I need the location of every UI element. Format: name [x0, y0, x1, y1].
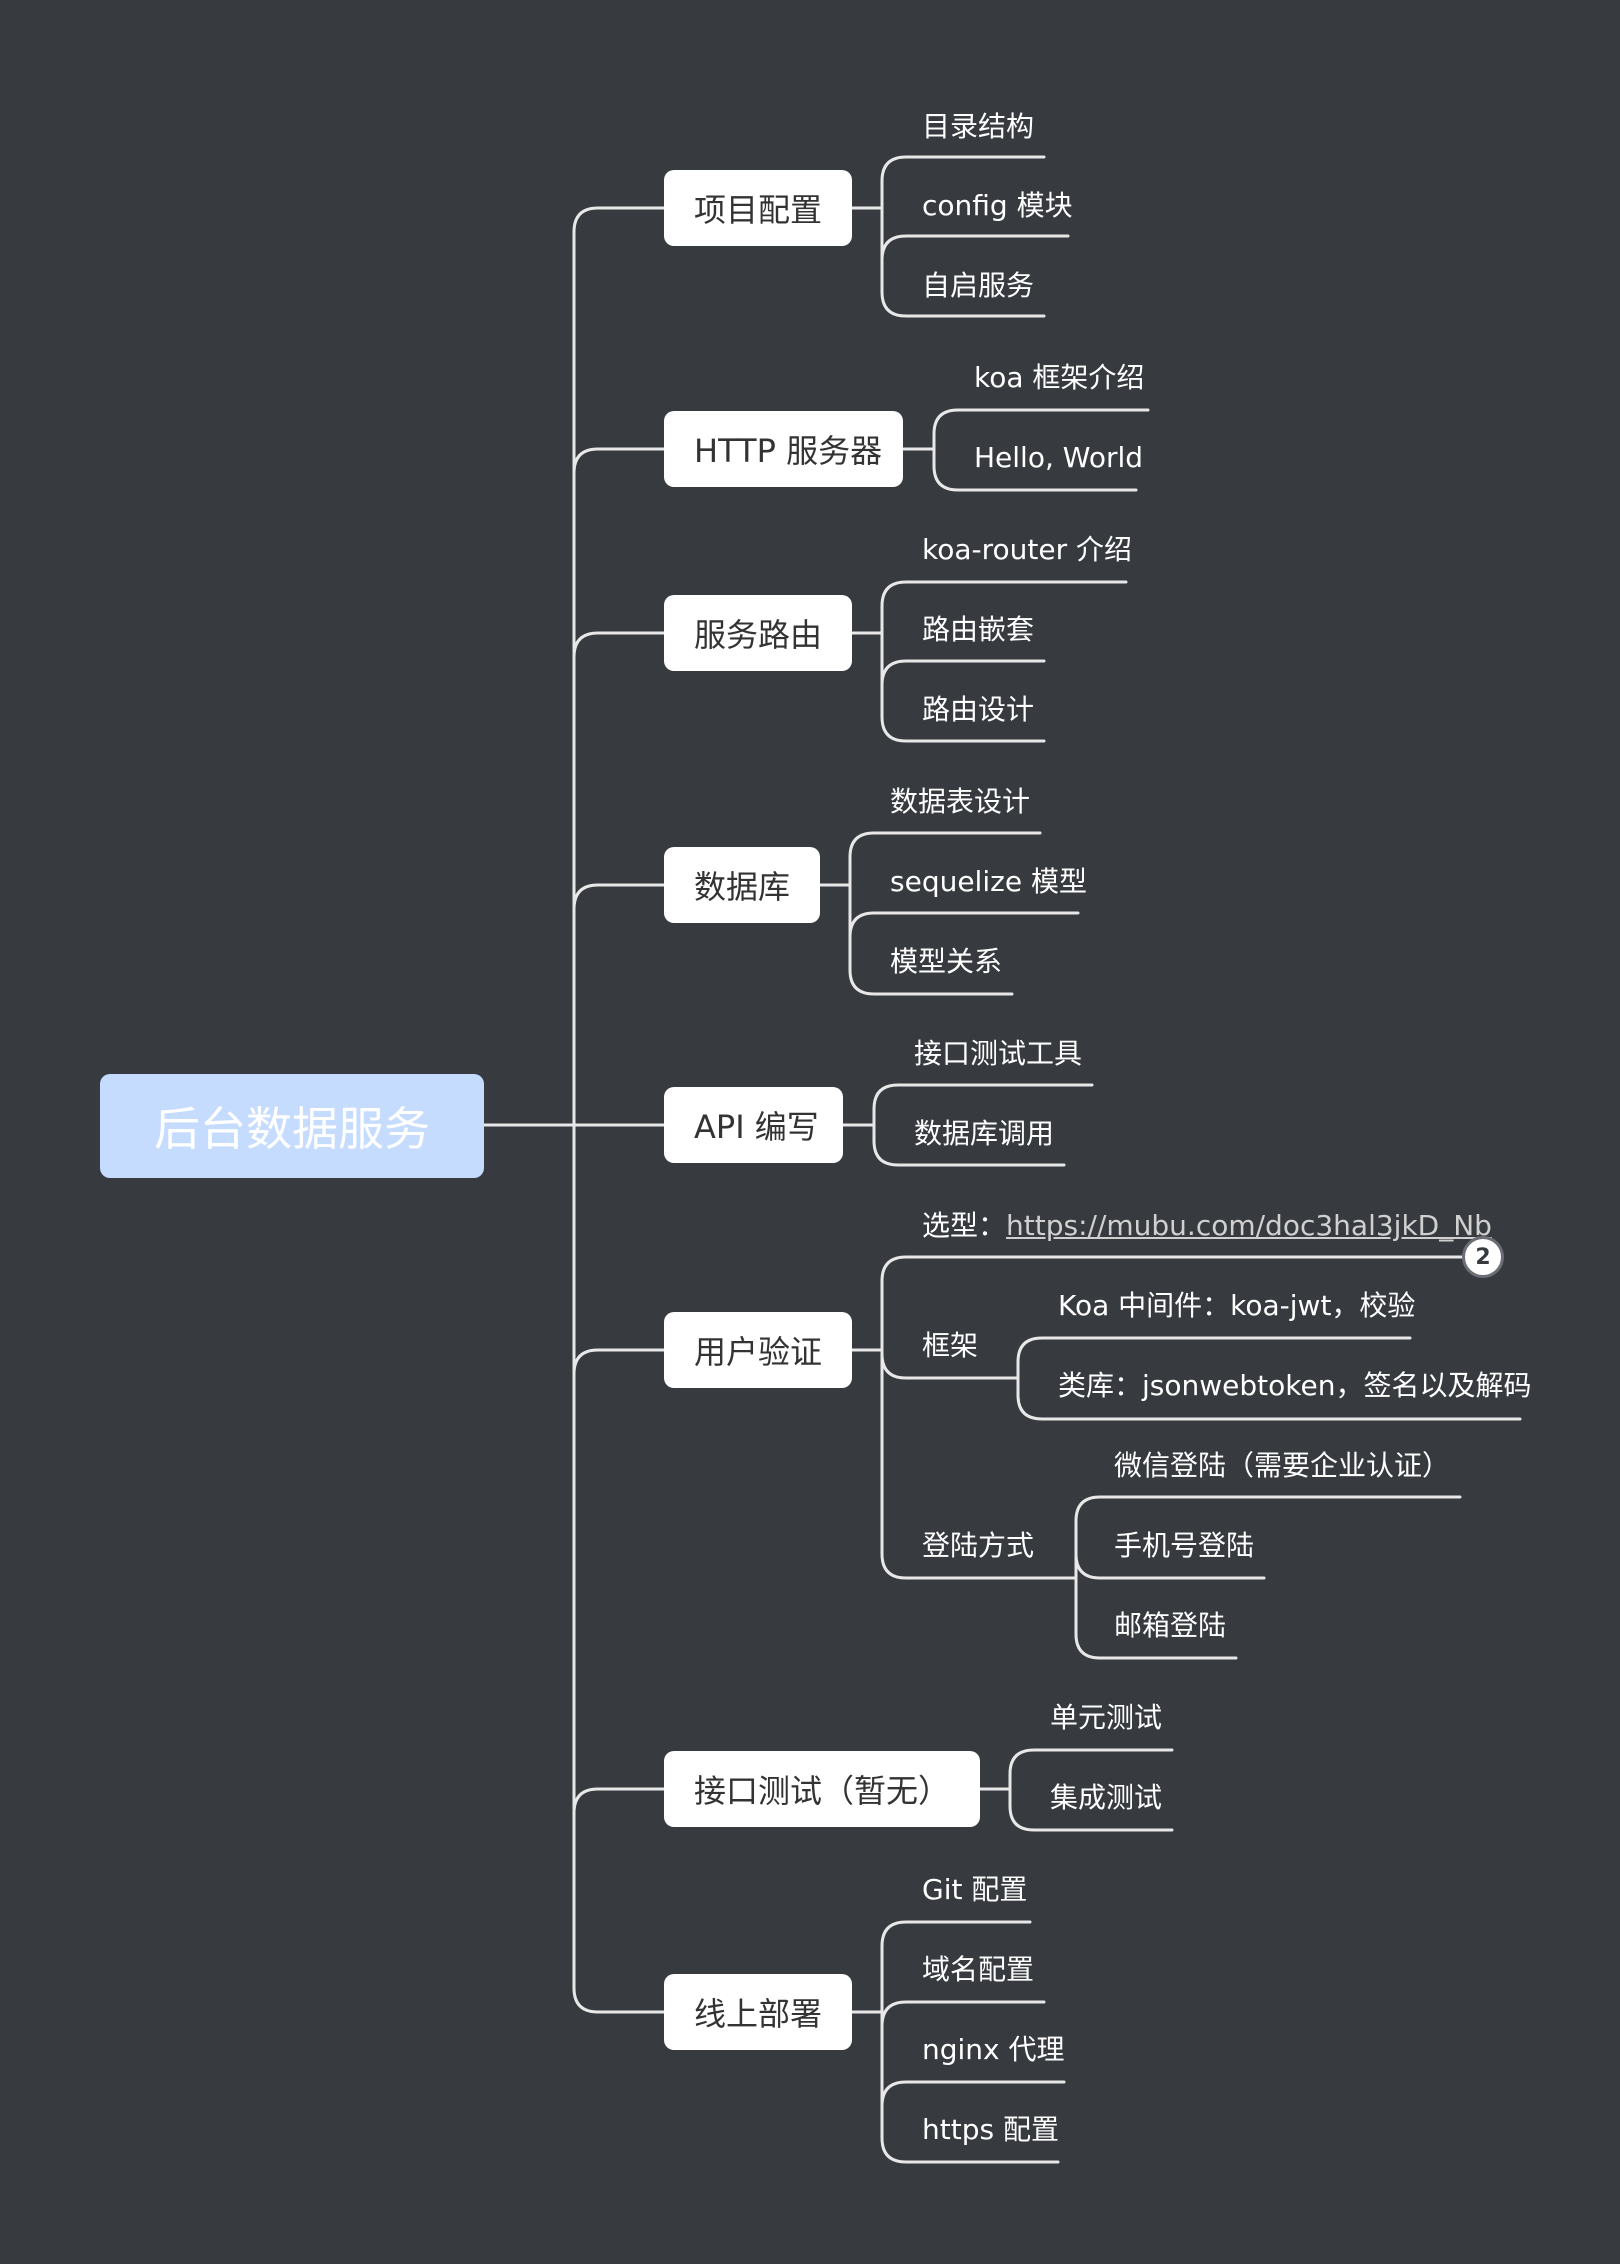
- leaf-koa-router-intro[interactable]: koa-router 介绍: [922, 533, 1133, 566]
- leaf-config-module[interactable]: config 模块: [922, 189, 1073, 222]
- leaf-route-nesting[interactable]: 路由嵌套: [922, 613, 1035, 646]
- leaf-api-test-tool[interactable]: 接口测试工具: [914, 1037, 1083, 1070]
- selection-label: 选型：: [922, 1209, 1007, 1242]
- leaf-git-config[interactable]: Git 配置: [922, 1873, 1028, 1906]
- leaf-phone-login[interactable]: 手机号登陆: [1114, 1529, 1255, 1562]
- leaf-integration-test[interactable]: 集成测试: [1050, 1781, 1163, 1814]
- leaf-koa-jwt[interactable]: Koa 中间件：koa-jwt，校验: [1058, 1289, 1416, 1322]
- branch-user-auth[interactable]: 用户验证: [664, 1312, 852, 1388]
- branch-http-server[interactable]: HTTP 服务器: [664, 411, 903, 487]
- leaf-model-relations[interactable]: 模型关系: [890, 945, 1003, 978]
- root-node[interactable]: 后台数据服务: [100, 1074, 484, 1178]
- child-count-badge[interactable]: 2: [1462, 1236, 1504, 1278]
- leaf-route-design[interactable]: 路由设计: [922, 693, 1035, 726]
- leaf-directory-structure[interactable]: 目录结构: [922, 110, 1035, 143]
- leaf-selection[interactable]: 选型：https://mubu.com/doc3hal3jkD_Nb: [922, 1206, 1492, 1246]
- branch-api-testing[interactable]: 接口测试（暂无）: [664, 1751, 980, 1827]
- leaf-koa-intro[interactable]: koa 框架介绍: [974, 361, 1145, 394]
- branch-project-config[interactable]: 项目配置: [664, 170, 852, 246]
- leaf-auto-start-service[interactable]: 自启服务: [922, 269, 1035, 302]
- leaf-framework[interactable]: 框架: [922, 1329, 979, 1362]
- branch-service-routing[interactable]: 服务路由: [664, 595, 852, 671]
- branch-database[interactable]: 数据库: [664, 847, 820, 923]
- leaf-unit-test[interactable]: 单元测试: [1050, 1701, 1163, 1734]
- leaf-database-call[interactable]: 数据库调用: [914, 1117, 1055, 1150]
- branch-api[interactable]: API 编写: [664, 1087, 843, 1163]
- leaf-table-design[interactable]: 数据表设计: [890, 785, 1031, 818]
- leaf-login-methods[interactable]: 登陆方式: [922, 1529, 1035, 1562]
- selection-link[interactable]: https://mubu.com/doc3hal3jkD_Nb: [1006, 1209, 1492, 1242]
- leaf-domain-config[interactable]: 域名配置: [922, 1953, 1035, 1986]
- leaf-email-login[interactable]: 邮箱登陆: [1114, 1609, 1227, 1642]
- branch-deployment[interactable]: 线上部署: [664, 1974, 852, 2050]
- leaf-jsonwebtoken[interactable]: 类库：jsonwebtoken，签名以及解码: [1058, 1369, 1532, 1402]
- leaf-sequelize-model[interactable]: sequelize 模型: [890, 865, 1087, 898]
- leaf-nginx-proxy[interactable]: nginx 代理: [922, 2033, 1065, 2066]
- leaf-hello-world[interactable]: Hello, World: [974, 441, 1144, 474]
- leaf-wechat-login[interactable]: 微信登陆（需要企业认证）: [1114, 1449, 1451, 1482]
- leaf-https-config[interactable]: https 配置: [922, 2113, 1059, 2146]
